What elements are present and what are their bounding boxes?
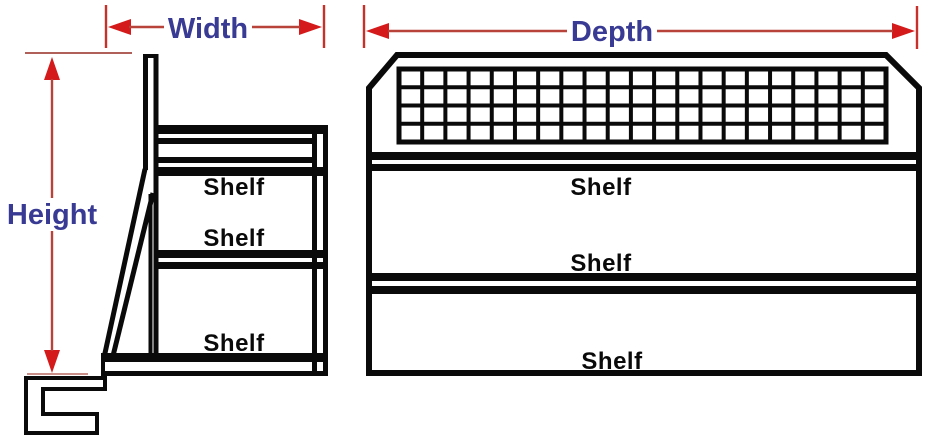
side-view: Shelf Shelf Shelf — [24, 54, 328, 435]
width-left-arrow-icon — [108, 19, 131, 35]
side-middle-shelf-bottom-line — [155, 262, 328, 269]
front-outer-body — [366, 52, 922, 376]
height-dimension-label: Height — [7, 199, 98, 231]
side-floor-bracket — [24, 376, 107, 435]
depth-left-arrow-icon — [366, 23, 389, 39]
side-shelf-label-2: Shelf — [203, 225, 265, 252]
width-right-arrow-icon — [299, 19, 322, 35]
side-plinth-bottom-line — [101, 371, 328, 376]
depth-right-arrow-icon — [892, 23, 915, 39]
front-mesh-grid — [399, 69, 886, 142]
front-shelf-label-3: Shelf — [581, 348, 643, 375]
front-view: Shelf Shelf Shelf — [366, 52, 922, 376]
side-middle-shelf-top-line — [155, 250, 328, 258]
height-dimension: Height — [7, 52, 132, 375]
front-shelf-label-1: Shelf — [570, 174, 632, 201]
side-top-rail-1 — [155, 125, 328, 134]
depth-dimension-label: Depth — [571, 16, 653, 48]
front-middle-shelf-bottom-line — [369, 286, 917, 294]
front-shelf-label-2: Shelf — [570, 250, 632, 277]
front-rail-1 — [369, 152, 917, 160]
height-down-arrow-icon — [44, 350, 60, 373]
side-shelf-label-1: Shelf — [203, 174, 265, 201]
front-middle-shelf-top-line — [369, 273, 917, 281]
side-angled-leg-inner — [109, 192, 156, 361]
front-rail-2 — [369, 164, 917, 171]
width-dimension-label: Width — [168, 13, 248, 45]
depth-dimension: Depth — [362, 5, 919, 49]
side-shelf-label-3: Shelf — [203, 330, 265, 357]
side-top-rail-4 — [155, 167, 328, 176]
side-angled-leg-outer — [101, 168, 148, 361]
height-up-arrow-icon — [44, 57, 60, 80]
side-top-rail-3 — [155, 157, 312, 163]
side-top-rail-2 — [155, 138, 312, 144]
side-bottom-shelf-line — [101, 353, 328, 362]
width-dimension: Width — [104, 5, 326, 48]
